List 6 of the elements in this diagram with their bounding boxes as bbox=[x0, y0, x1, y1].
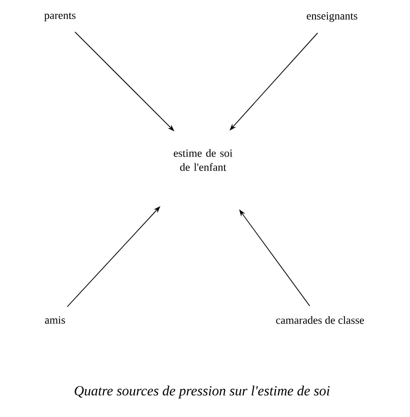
node-label: enseignants bbox=[306, 12, 358, 22]
node-label: parents bbox=[44, 12, 76, 22]
caption: Quatre sources de pression sur l'estime de soi bbox=[74, 386, 330, 398]
node-label: amis bbox=[45, 316, 65, 324]
node-label: estime de soi de l'enfant bbox=[174, 149, 232, 171]
node-label: camarades de classe bbox=[276, 316, 364, 324]
